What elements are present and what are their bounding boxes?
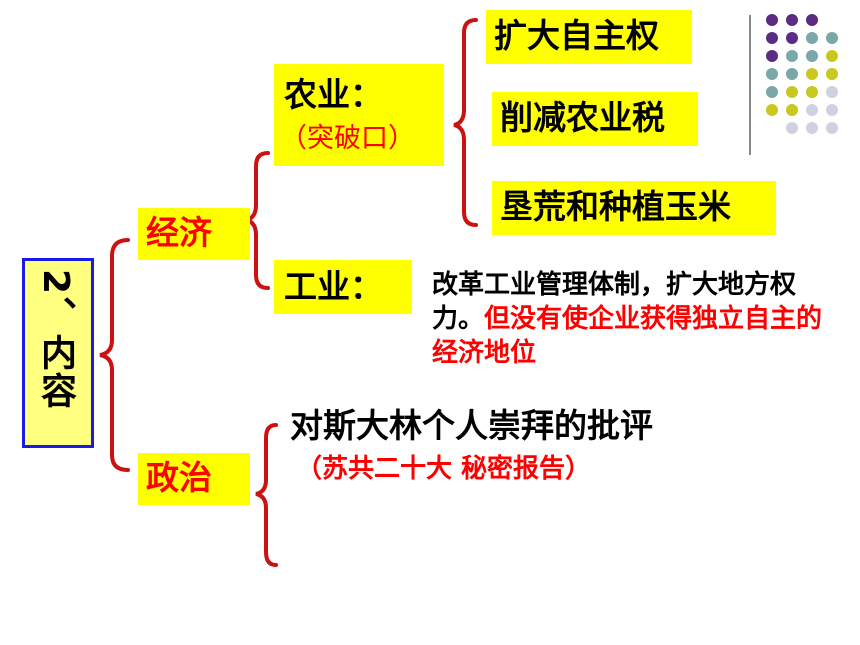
brace-politics <box>255 423 278 567</box>
decor-dots <box>766 14 838 134</box>
agri-item-3-box: 垦荒和种植玉米 <box>492 181 776 235</box>
industry-desc: 改革工业管理体制，扩大地方权力。但没有使企业获得独立自主的经济地位 <box>432 268 842 370</box>
industry-desc-black: 改革工业管理体制，扩大地方权力。 <box>432 270 797 334</box>
agri-item-3: 垦荒和种植玉米 <box>500 187 731 226</box>
economy-label: 经济 <box>146 213 212 252</box>
agriculture-label: 农业： <box>284 75 383 114</box>
industry-desc-red: 但没有使企业获得独立自主的经济地位 <box>432 304 823 368</box>
politics-note: （苏共二十大 秘密报告） <box>296 454 592 484</box>
brace-main <box>99 238 130 472</box>
politics-label: 政治 <box>146 458 212 497</box>
industry-label: 工业： <box>284 267 383 306</box>
agri-item-2: 削减农业税 <box>500 98 665 137</box>
politics-desc: 对斯大林个人崇拜的批评 <box>290 406 653 445</box>
agri-item-2-box: 削减农业税 <box>492 92 698 146</box>
agriculture-note: （突破口） <box>280 123 415 154</box>
economy-box: 经济 <box>138 208 250 260</box>
main-title: 2、内容 <box>35 269 76 411</box>
brace-agriculture <box>453 18 478 227</box>
agriculture-box: 农业： （突破口） <box>274 64 444 166</box>
industry-box: 工业： <box>274 260 412 314</box>
agri-item-1-box: 扩大自主权 <box>486 10 692 64</box>
agri-item-1: 扩大自主权 <box>494 16 659 55</box>
main-title-box: 2、内容 <box>22 258 94 448</box>
politics-box: 政治 <box>138 453 250 505</box>
